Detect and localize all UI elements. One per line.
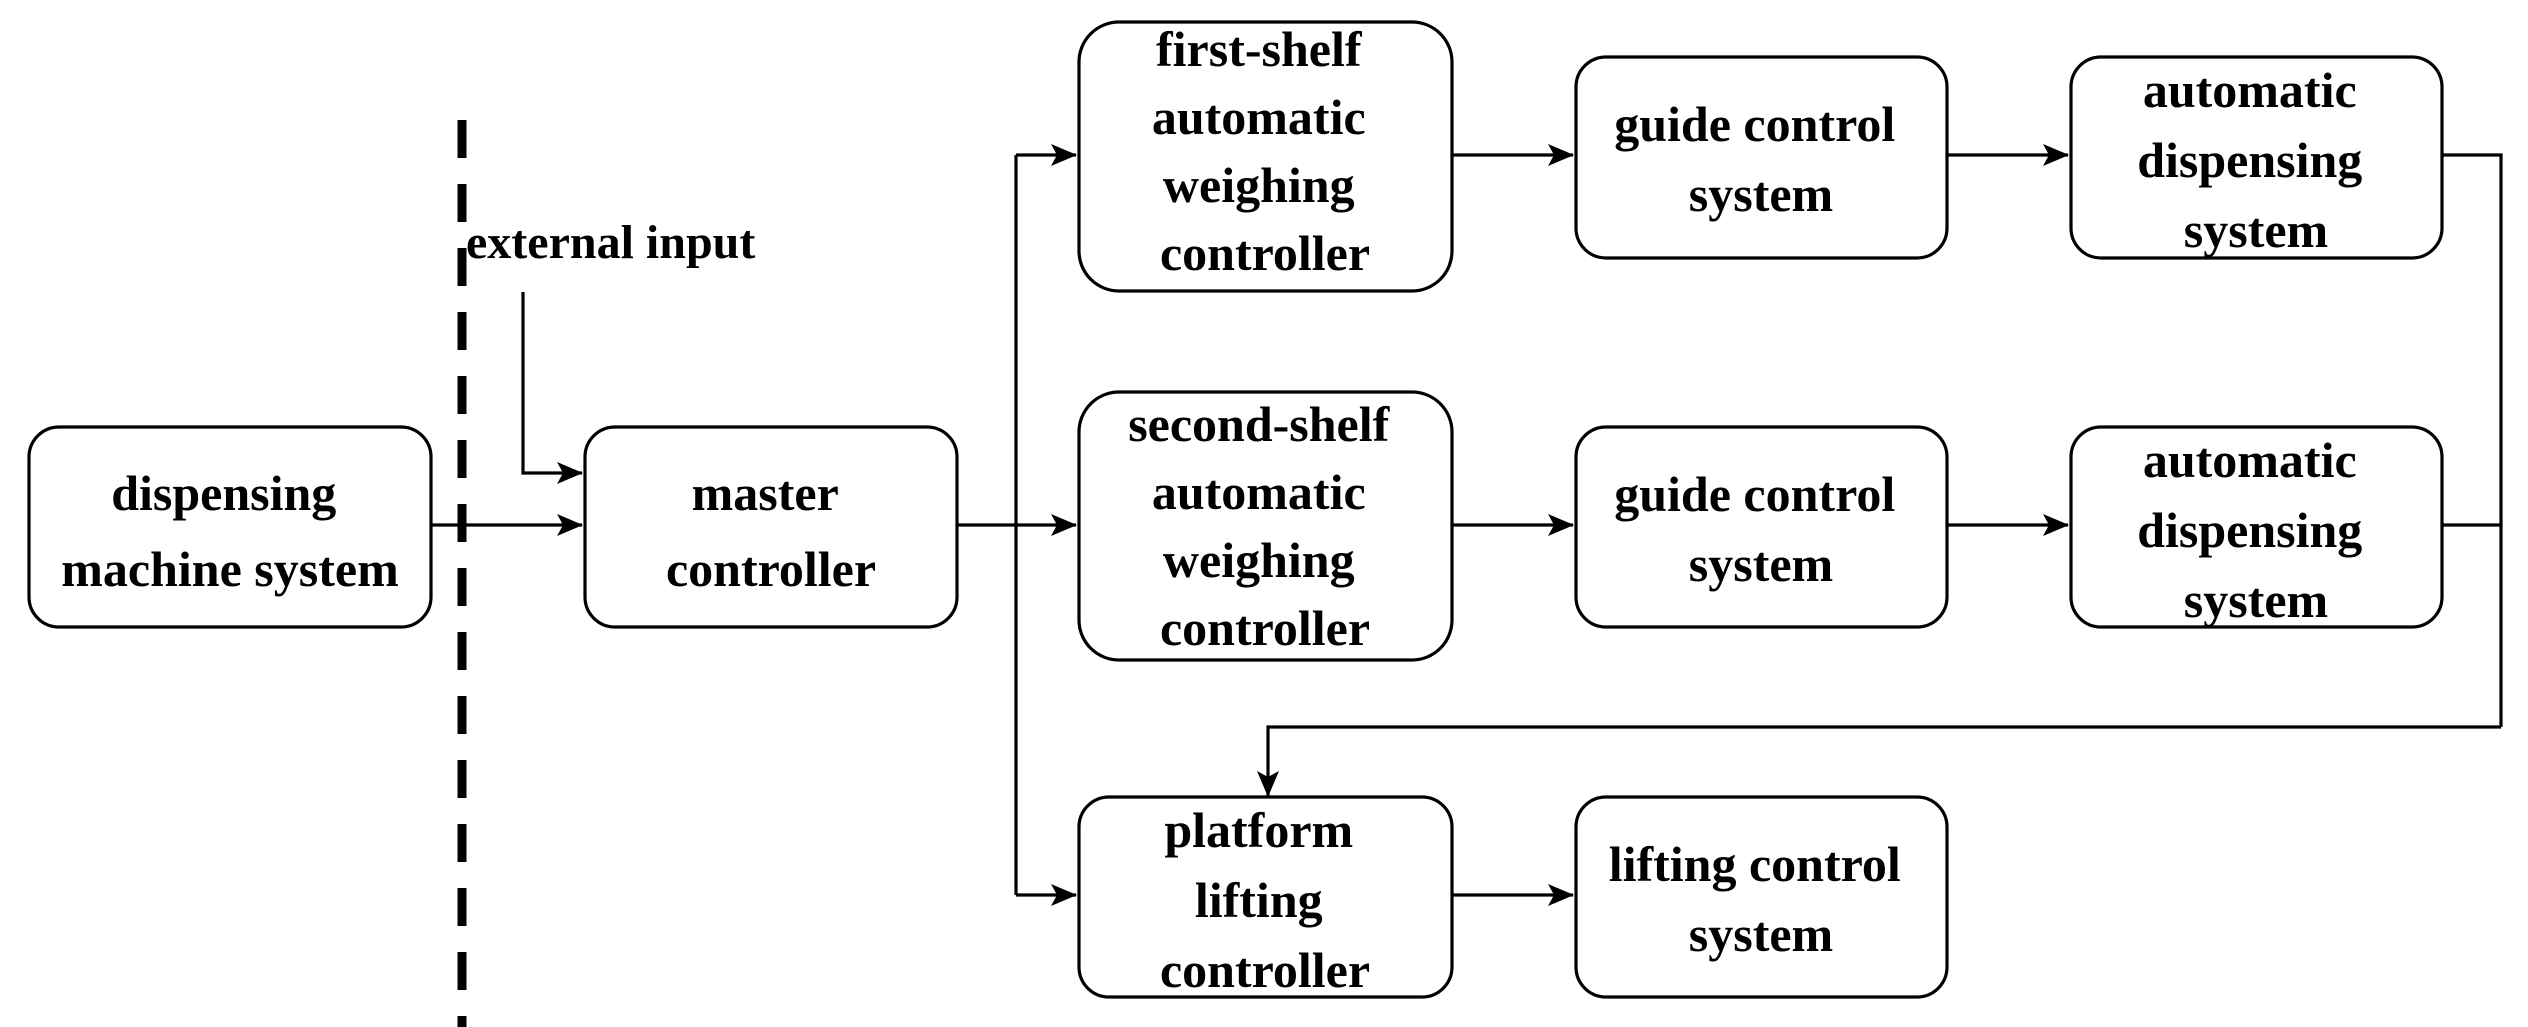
node-label-line: system: [1689, 906, 1833, 962]
node-label-line: lifting: [1195, 872, 1323, 928]
node-label-line: controller: [1160, 942, 1370, 998]
svg-text:lifting control system: lifting control system: [1609, 836, 1914, 962]
node-label-line: controller: [1160, 225, 1370, 281]
dispensing-2-return-line: [2442, 523, 2503, 727]
node-label-line: system: [1689, 166, 1833, 222]
node-label-line: machine system: [61, 541, 398, 597]
node-label-line: second-shelf: [1128, 396, 1390, 452]
svg-text:automatic dispensing: automatic dispensing system: [2137, 62, 2375, 258]
node-label-line: guide control: [1614, 96, 1895, 152]
svg-text:platform lifting c: platform lifting controller: [1160, 802, 1370, 998]
svg-text:second-shelf automatic: second-shelf automatic weighing controll…: [1128, 396, 1402, 656]
node-label-line: guide control: [1614, 466, 1895, 522]
node-label-line: controller: [666, 541, 876, 597]
svg-text:first-shelf automatic: first-shelf automatic weighing controlle…: [1152, 21, 1378, 281]
external-input-arrow: [521, 292, 583, 484]
node-label-line: platform: [1164, 802, 1353, 858]
svg-text:guide control system: guide control system: [1614, 466, 1908, 592]
node-label-line: system: [1689, 536, 1833, 592]
node-label-line: dispensing: [111, 465, 336, 521]
guide-control-system-1-node: guide control system: [1574, 55, 1949, 260]
node-label-line: automatic: [1152, 464, 1366, 520]
dispensing-1-return-line: [2442, 153, 2503, 525]
svg-text:automatic dispensing: automatic dispensing system: [2137, 432, 2375, 628]
node-label-line: first-shelf: [1156, 21, 1363, 77]
platform-lifting-controller-node: platform lifting controller: [1077, 795, 1454, 999]
node-label-line: automatic: [2143, 432, 2357, 488]
external-input-label: external input: [466, 216, 755, 269]
node-label-line: weighing: [1163, 532, 1355, 588]
node-label-line: dispensing: [2137, 132, 2362, 188]
node-label-line: automatic: [1152, 89, 1366, 145]
dispensing-machine-system-node: dispensing machine system: [27, 425, 433, 629]
automatic-dispensing-system-1-node: automatic dispensing system: [2069, 55, 2444, 260]
master-controller-node: master controller: [583, 425, 959, 629]
svg-text:master controller: master controller: [666, 465, 876, 597]
node-label-line: system: [2184, 572, 2328, 628]
second-shelf-weighing-controller-node: second-shelf automatic weighing controll…: [1077, 390, 1454, 662]
first-shelf-weighing-controller-node: first-shelf automatic weighing controlle…: [1077, 20, 1454, 293]
svg-text:guide control system: guide control system: [1614, 96, 1908, 222]
node-label-line: automatic: [2143, 62, 2357, 118]
node-label-line: dispensing: [2137, 502, 2362, 558]
node-label-line: system: [2184, 202, 2328, 258]
node-label-line: lifting control: [1609, 836, 1901, 892]
node-label-line: master: [692, 465, 839, 521]
lifting-control-system-node: lifting control system: [1574, 795, 1949, 999]
feedback-to-platform-lifting-arrow: [1257, 725, 2501, 797]
svg-text:dispensing machine syste: dispensing machine system: [61, 465, 398, 597]
automatic-dispensing-system-2-node: automatic dispensing system: [2069, 425, 2444, 629]
node-label-line: weighing: [1163, 157, 1355, 213]
node-label-line: controller: [1160, 600, 1370, 656]
guide-control-system-2-node: guide control system: [1574, 425, 1949, 629]
